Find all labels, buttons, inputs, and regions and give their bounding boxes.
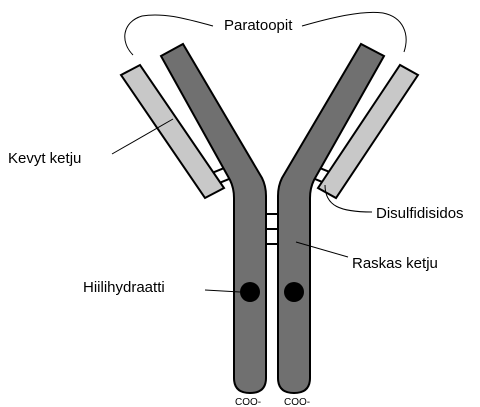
paratopes-label: Paratoopit bbox=[224, 17, 293, 34]
heavy-chain-left bbox=[161, 44, 266, 393]
paratope-bracket-right bbox=[302, 12, 406, 52]
heavy-chain-right bbox=[278, 44, 384, 393]
carbohydrate-left bbox=[240, 282, 260, 302]
carbohydrate-right bbox=[284, 282, 304, 302]
disulfide-bonds bbox=[203, 166, 341, 244]
c-terminus-right-label: COO- bbox=[284, 397, 310, 407]
disulfide-bond-label: Disulfidisidos bbox=[376, 205, 464, 222]
c-terminus-left-label: COO- bbox=[235, 397, 261, 407]
paratope-bracket-left bbox=[125, 15, 213, 55]
carbohydrate-label: Hiilihydraatti bbox=[83, 279, 165, 296]
light-chain-label: Kevyt ketju bbox=[8, 150, 81, 167]
heavy-chain-label: Raskas ketju bbox=[352, 255, 438, 272]
